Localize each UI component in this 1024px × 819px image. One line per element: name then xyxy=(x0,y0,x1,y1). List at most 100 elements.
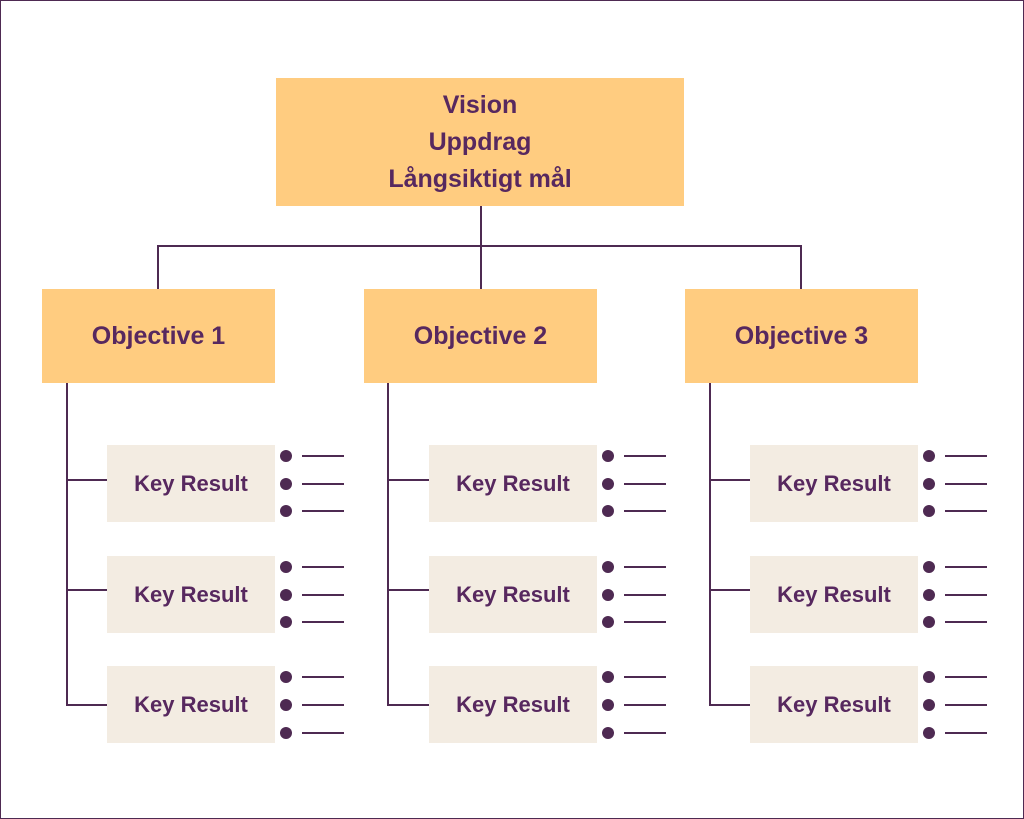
objective-2-kr-1-connector xyxy=(387,479,429,481)
objective-3-kr-2-connector xyxy=(709,589,751,591)
bullet-line xyxy=(624,732,666,734)
key-result-label: Key Result xyxy=(456,691,570,717)
bullet-line xyxy=(945,732,987,734)
vision-title: Vision xyxy=(442,90,518,119)
bullet-dot-icon xyxy=(923,450,935,462)
objective-3-key-result-3: Key Result xyxy=(750,666,918,743)
bullet-dot-icon xyxy=(280,589,292,601)
bullet-dot-icon xyxy=(923,589,935,601)
vision-box: Vision Uppdrag Långsiktigt mål xyxy=(276,78,684,206)
objective-3-kr-3-connector xyxy=(709,704,751,706)
key-result-label: Key Result xyxy=(134,691,248,717)
bullet-line xyxy=(945,566,987,568)
objective-3-label: Objective 3 xyxy=(734,321,869,350)
objective-1-key-result-1: Key Result xyxy=(107,445,275,522)
objective-1-key-result-3: Key Result xyxy=(107,666,275,743)
objective-1-box: Objective 1 xyxy=(42,289,275,383)
key-result-label: Key Result xyxy=(134,470,248,496)
bullet-dot-icon xyxy=(602,671,614,683)
bullet-line xyxy=(302,510,344,512)
bullet-line xyxy=(624,566,666,568)
bullet-line xyxy=(945,455,987,457)
objective-1-kr-3-connector xyxy=(66,704,108,706)
bullet-line xyxy=(945,676,987,678)
key-result-label: Key Result xyxy=(456,470,570,496)
bullet-line xyxy=(624,704,666,706)
mission-title: Uppdrag xyxy=(428,127,532,156)
bullet-dot-icon xyxy=(280,450,292,462)
objective-3-key-result-2: Key Result xyxy=(750,556,918,633)
bullet-dot-icon xyxy=(602,561,614,573)
bullet-dot-icon xyxy=(280,727,292,739)
bullet-dot-icon xyxy=(923,671,935,683)
objective-1-kr-1-connector xyxy=(66,479,108,481)
objective-3-key-result-1: Key Result xyxy=(750,445,918,522)
bullet-dot-icon xyxy=(280,561,292,573)
bullet-line xyxy=(945,704,987,706)
bullet-line xyxy=(302,455,344,457)
bullet-line xyxy=(945,510,987,512)
objective-2-key-result-2: Key Result xyxy=(429,556,597,633)
objective-3-vertical-connector xyxy=(709,383,711,705)
bullet-line xyxy=(945,594,987,596)
bullet-dot-icon xyxy=(602,616,614,628)
bullet-dot-icon xyxy=(602,589,614,601)
bullet-dot-icon xyxy=(602,478,614,490)
bullet-dot-icon xyxy=(923,699,935,711)
bullet-dot-icon xyxy=(280,478,292,490)
bullet-line xyxy=(302,621,344,623)
objective-2-kr-2-connector xyxy=(387,589,429,591)
bullet-line xyxy=(945,621,987,623)
key-result-label: Key Result xyxy=(456,581,570,607)
objective-1-vertical-connector xyxy=(66,383,68,705)
bullet-dot-icon xyxy=(923,478,935,490)
bullet-dot-icon xyxy=(923,616,935,628)
bullet-line xyxy=(945,483,987,485)
objective-1-top-connector xyxy=(157,245,159,289)
bullet-line xyxy=(302,594,344,596)
objective-2-key-result-1: Key Result xyxy=(429,445,597,522)
bullet-line xyxy=(624,510,666,512)
key-result-label: Key Result xyxy=(777,581,891,607)
objective-2-box: Objective 2 xyxy=(364,289,597,383)
bullet-line xyxy=(302,566,344,568)
vision-down-connector xyxy=(480,206,482,246)
objective-2-top-connector xyxy=(480,245,482,289)
bullet-dot-icon xyxy=(923,727,935,739)
objective-1-key-result-2: Key Result xyxy=(107,556,275,633)
bullet-line xyxy=(624,594,666,596)
bullet-line xyxy=(302,676,344,678)
bullet-dot-icon xyxy=(602,727,614,739)
bullet-line xyxy=(624,455,666,457)
bullet-line xyxy=(624,483,666,485)
objective-2-label: Objective 2 xyxy=(413,321,548,350)
bullet-line xyxy=(624,676,666,678)
bullet-dot-icon xyxy=(923,505,935,517)
bullet-line xyxy=(302,704,344,706)
objective-3-top-connector xyxy=(800,245,802,289)
bullet-dot-icon xyxy=(602,450,614,462)
bullet-dot-icon xyxy=(923,561,935,573)
bullet-dot-icon xyxy=(602,699,614,711)
bullet-dot-icon xyxy=(280,505,292,517)
long-term-goal-title: Långsiktigt mål xyxy=(388,164,572,193)
bullet-line xyxy=(302,732,344,734)
key-result-label: Key Result xyxy=(134,581,248,607)
top-horizontal-connector xyxy=(157,245,802,247)
bullet-line xyxy=(624,621,666,623)
objective-2-key-result-3: Key Result xyxy=(429,666,597,743)
objective-1-label: Objective 1 xyxy=(91,321,226,350)
bullet-dot-icon xyxy=(280,671,292,683)
objective-2-kr-3-connector xyxy=(387,704,429,706)
objective-3-box: Objective 3 xyxy=(685,289,918,383)
key-result-label: Key Result xyxy=(777,470,891,496)
objective-3-kr-1-connector xyxy=(709,479,751,481)
bullet-dot-icon xyxy=(280,699,292,711)
bullet-line xyxy=(302,483,344,485)
bullet-dot-icon xyxy=(280,616,292,628)
objective-1-kr-2-connector xyxy=(66,589,108,591)
objective-2-vertical-connector xyxy=(387,383,389,705)
bullet-dot-icon xyxy=(602,505,614,517)
key-result-label: Key Result xyxy=(777,691,891,717)
